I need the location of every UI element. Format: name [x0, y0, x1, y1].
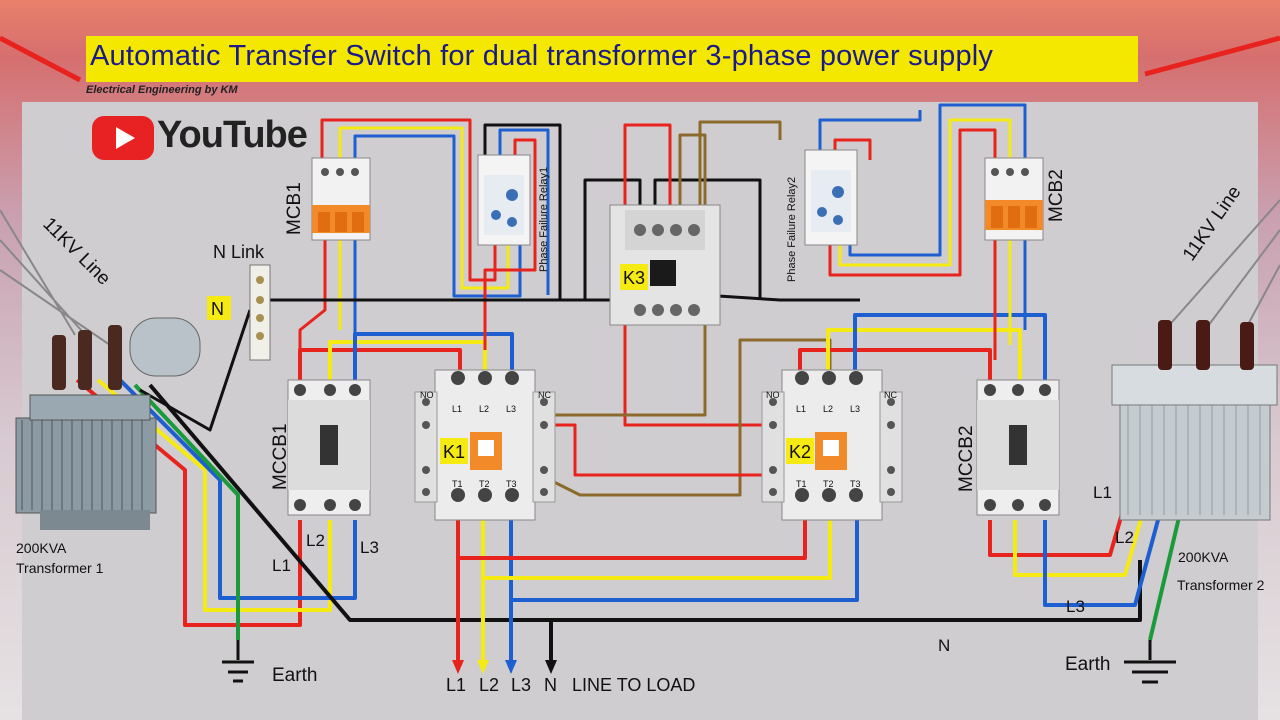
- line-to-load-label: LINE TO LOAD: [572, 675, 695, 695]
- k2-no-label: NO: [766, 390, 780, 400]
- l3-left-label: L3: [360, 538, 379, 557]
- earth-symbol-left-icon: [222, 640, 254, 683]
- l2-left-label: L2: [306, 531, 325, 550]
- k3-label: K3: [623, 268, 645, 288]
- k2-terminal-t3: T3: [850, 479, 861, 489]
- line-11kv-left-label: 11KV Line: [38, 214, 114, 290]
- n-link-label: N Link: [213, 242, 265, 262]
- phase-failure-relay-1: [477, 154, 531, 246]
- k1-terminal-t3: T3: [506, 479, 517, 489]
- youtube-logo-icon: [92, 116, 154, 160]
- n-tag: [207, 296, 231, 320]
- hv-lines: [0, 199, 1280, 346]
- transformer-2: [1111, 320, 1278, 521]
- page-subtitle: Electrical Engineering by KM: [86, 84, 238, 96]
- decor-stroke: [0, 35, 82, 83]
- k1-terminal-t2: T2: [479, 479, 490, 489]
- mcb2-breaker: [984, 157, 1044, 241]
- relay1-label: Phase Failure Relay1: [538, 167, 550, 272]
- earth-symbol-right-icon: [1124, 640, 1176, 684]
- k2-nc-label: NC: [884, 390, 897, 400]
- relay2-label: Phase Failure Relay2: [786, 177, 798, 282]
- k2-terminal-t1: T1: [796, 479, 807, 489]
- neutral-link-bar: [249, 264, 271, 361]
- k3-contactor: [609, 204, 721, 326]
- mccb1-label: MCCB1: [270, 423, 291, 490]
- k2-tag: [786, 438, 814, 464]
- k2-terminal-t2: T2: [823, 479, 834, 489]
- earth-left-label: Earth: [272, 665, 317, 686]
- k1-tag: [440, 438, 468, 464]
- l1-left-label: L1: [272, 556, 291, 575]
- wires: [0, 103, 1280, 660]
- out-l3-label: L3: [511, 675, 531, 695]
- k1-terminal-l3: L3: [506, 404, 516, 414]
- k2-contactor: [761, 369, 903, 521]
- k1-label: K1: [443, 442, 465, 462]
- mccb2-label: MCCB2: [956, 425, 977, 492]
- l2-right-label: L2: [1115, 528, 1134, 547]
- k1-no-label: NO: [420, 390, 434, 400]
- mcb2-label: MCB2: [1046, 169, 1067, 222]
- n-left-label: N: [211, 299, 224, 319]
- k1-terminal-t1: T1: [452, 479, 463, 489]
- mcb1-label: MCB1: [284, 182, 305, 235]
- mccb2-breaker: [976, 379, 1060, 516]
- tx1-name-label: Transformer 1: [16, 560, 104, 576]
- earth-right-label: Earth: [1065, 654, 1110, 675]
- out-l1-label: L1: [446, 675, 466, 695]
- k2-terminal-l1: L1: [796, 404, 806, 414]
- youtube-wordmark: YouTube: [157, 114, 308, 156]
- tx1-rating-label: 200KVA: [16, 540, 67, 556]
- k2-terminal-l3: L3: [850, 404, 860, 414]
- page-title: Automatic Transfer Switch for dual trans…: [90, 40, 994, 72]
- n-bottom-label: N: [938, 636, 950, 655]
- tx2-name-label: Transformer 2: [1177, 577, 1265, 593]
- l1-right-label: L1: [1093, 483, 1112, 502]
- k2-label: K2: [789, 442, 811, 462]
- phase-failure-relay-2: [804, 149, 858, 246]
- title-banner: [86, 36, 1138, 82]
- l3-right-label: L3: [1066, 597, 1085, 616]
- tx2-rating-label: 200KVA: [1178, 549, 1229, 565]
- out-n-label: N: [544, 675, 557, 695]
- k2-terminal-l2: L2: [823, 404, 833, 414]
- load-arrows: [452, 660, 557, 674]
- mccb1-breaker: [287, 379, 371, 516]
- k1-nc-label: NC: [538, 390, 551, 400]
- k1-contactor: [414, 369, 556, 521]
- mcb1-breaker: [311, 157, 371, 241]
- out-l2-label: L2: [479, 675, 499, 695]
- k3-tag: [620, 264, 648, 290]
- decor-stroke: [1144, 35, 1280, 77]
- contactor-terminal-labels: L1 L2 L3 T1 T2 T3 NO NC L1 L2 L3 T1 T2 T…: [420, 390, 897, 489]
- line-11kv-right-label: 11KV Line: [1179, 182, 1246, 265]
- k1-terminal-l1: L1: [452, 404, 462, 414]
- transformer-1: [15, 317, 201, 530]
- k1-terminal-l2: L2: [479, 404, 489, 414]
